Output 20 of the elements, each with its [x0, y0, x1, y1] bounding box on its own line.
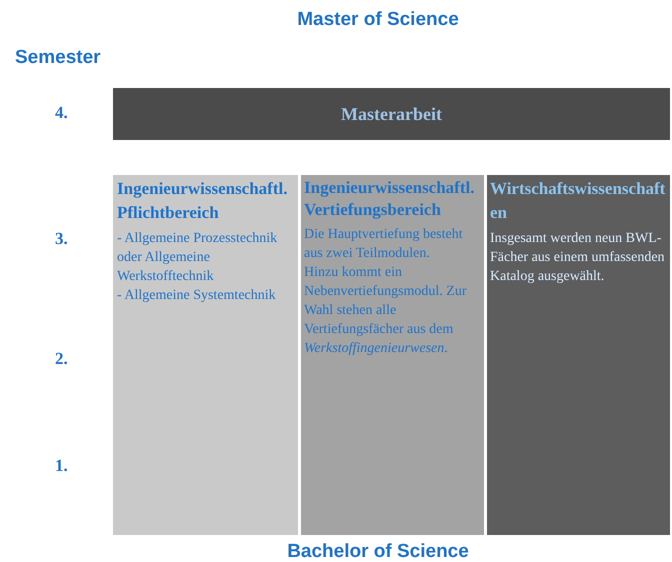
diagram-caption: Bachelor of Science — [286, 540, 470, 562]
axis-title: Semester — [15, 46, 101, 70]
column-text: Insgesamt werden neun BWL-Fächer aus einem umfassenden Katalog ausgewählt. — [490, 230, 666, 286]
column-heading: Ingenieurwissenschaftl. Vertiefungsbereich — [304, 177, 476, 221]
semester-number: 3. — [55, 228, 68, 250]
column-heading: Wirtschaftswissenschaften — [490, 178, 666, 224]
column-heading: Masterarbeit — [341, 102, 442, 126]
column-text: - Allgemeine Prozesstechnik oder Allgemeine Werkstofftechnik — [117, 230, 278, 286]
module-column — [301, 175, 484, 535]
column-text: Die Hauptvertiefung besteht aus zwei Teilmodulen. — [304, 226, 464, 263]
semester-number: 1. — [55, 455, 68, 477]
diagram-title: Master of Science — [296, 8, 460, 32]
semester-number: 2. — [55, 348, 68, 370]
column-text: - Allgemeine Systemtechnik — [117, 287, 277, 305]
module-column — [113, 175, 298, 535]
thesis-bar — [113, 88, 670, 140]
column-text: Hinzu kommt ein Nebenvertiefungsmodul. Zur Wahl stehen alle Vertiefungsfächer aus dem Werkstoffingenieurwesen. — [304, 264, 468, 358]
module-column — [487, 175, 670, 535]
column-heading: Ingenieurwissenschaftl. Pflichtbereich — [117, 178, 288, 224]
semester-number: 4. — [55, 102, 68, 124]
